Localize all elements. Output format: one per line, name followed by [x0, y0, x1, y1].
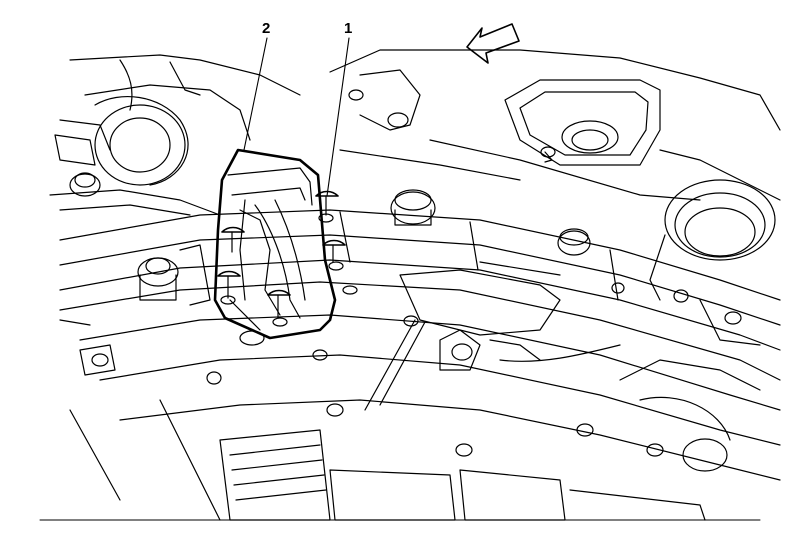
push-pin-retainers	[217, 190, 358, 346]
engine-cover	[329, 49, 781, 201]
hood-latch	[364, 269, 621, 411]
left-mount-bracket	[59, 244, 211, 376]
coolant-reservoir-cap	[390, 189, 436, 226]
left-engine-components	[49, 54, 301, 216]
callout-leader-lines	[243, 37, 350, 197]
radiator-support-lower	[59, 281, 781, 521]
retainer-5	[267, 289, 291, 319]
coiled-hose	[649, 179, 776, 303]
callout-label-2: 2	[262, 20, 271, 37]
retainer-2	[322, 239, 346, 263]
callout-label-1: 1	[344, 20, 353, 37]
radiator-support-upper-tie-bar	[59, 209, 781, 351]
retainer-4	[217, 270, 241, 299]
forward-direction-arrow-icon	[466, 23, 520, 64]
retainer-3	[221, 226, 245, 253]
retainer-1	[315, 190, 339, 216]
fascia-intake-duct-cover	[213, 148, 337, 340]
